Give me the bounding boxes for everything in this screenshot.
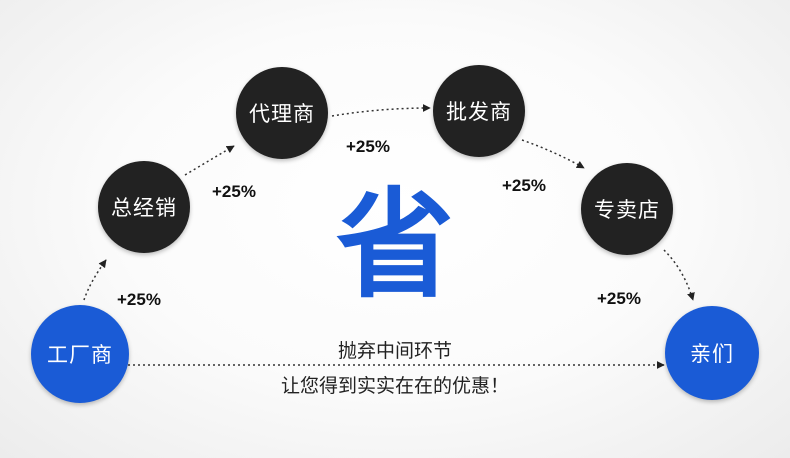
arrow-distributor-to-agent <box>184 145 235 176</box>
markup-label-3: +25% <box>346 137 390 156</box>
markup-label-4: +25% <box>502 176 546 195</box>
node-retailer-label: 专卖店 <box>594 198 660 222</box>
markup-label-1: +25% <box>117 290 161 309</box>
caption-line-2: 让您得到实实在在的优惠！ <box>280 375 509 397</box>
arrow-agent-to-wholesaler <box>331 104 431 117</box>
node-customer-label: 亲们 <box>690 342 734 366</box>
node-factory: 工厂商 <box>31 305 129 403</box>
arrow-factory-to-distributor <box>83 259 107 301</box>
arrow-retailer-to-customer <box>663 249 695 301</box>
save-character: 省 <box>335 176 454 314</box>
arrow-wholesaler-to-retailer <box>521 139 585 169</box>
node-wholesaler-label: 批发商 <box>446 100 512 124</box>
node-customer: 亲们 <box>665 306 759 400</box>
markup-label-2: +25% <box>212 182 256 201</box>
caption-line-1: 抛弃中间环节 <box>337 340 452 362</box>
markup-label-5: +25% <box>597 289 641 308</box>
node-retailer: 专卖店 <box>581 163 673 255</box>
node-factory-label: 工厂商 <box>47 343 113 367</box>
node-wholesaler: 批发商 <box>433 65 525 157</box>
node-general-distributor: 总经销 <box>98 161 190 253</box>
node-agent-label: 代理商 <box>249 102 315 126</box>
node-general-distributor-label: 总经销 <box>111 196 177 220</box>
node-agent: 代理商 <box>236 67 328 159</box>
